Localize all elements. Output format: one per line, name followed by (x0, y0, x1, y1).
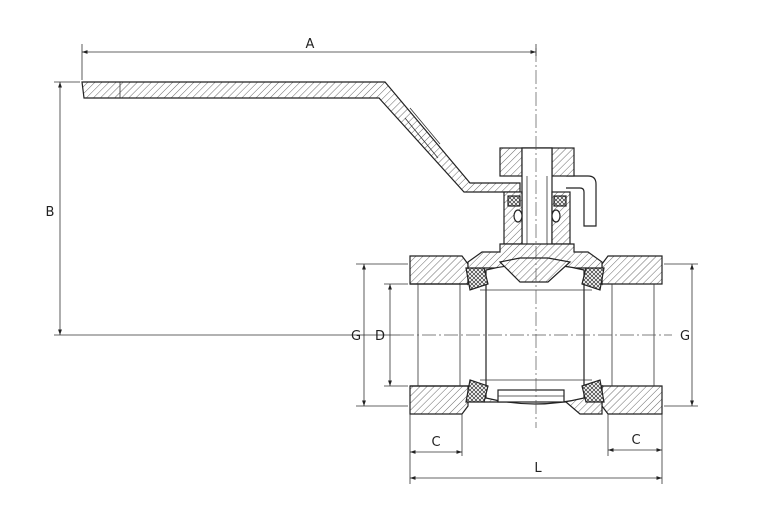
stem-assembly (499, 147, 575, 259)
valve-body (409, 243, 663, 415)
dimension-label-a: A (306, 37, 315, 52)
center-lines (400, 48, 672, 428)
dimension-label-g-right: G (680, 329, 690, 344)
dimension-label-c-left: C (431, 435, 440, 450)
dimension-label-g-left: G (351, 329, 361, 344)
dimension-label-b: B (46, 205, 55, 220)
dimension-label-d: D (375, 329, 385, 344)
dimension-label-l: L (534, 461, 542, 476)
dimensions (54, 44, 698, 484)
dimension-label-c-right: C (631, 433, 640, 448)
